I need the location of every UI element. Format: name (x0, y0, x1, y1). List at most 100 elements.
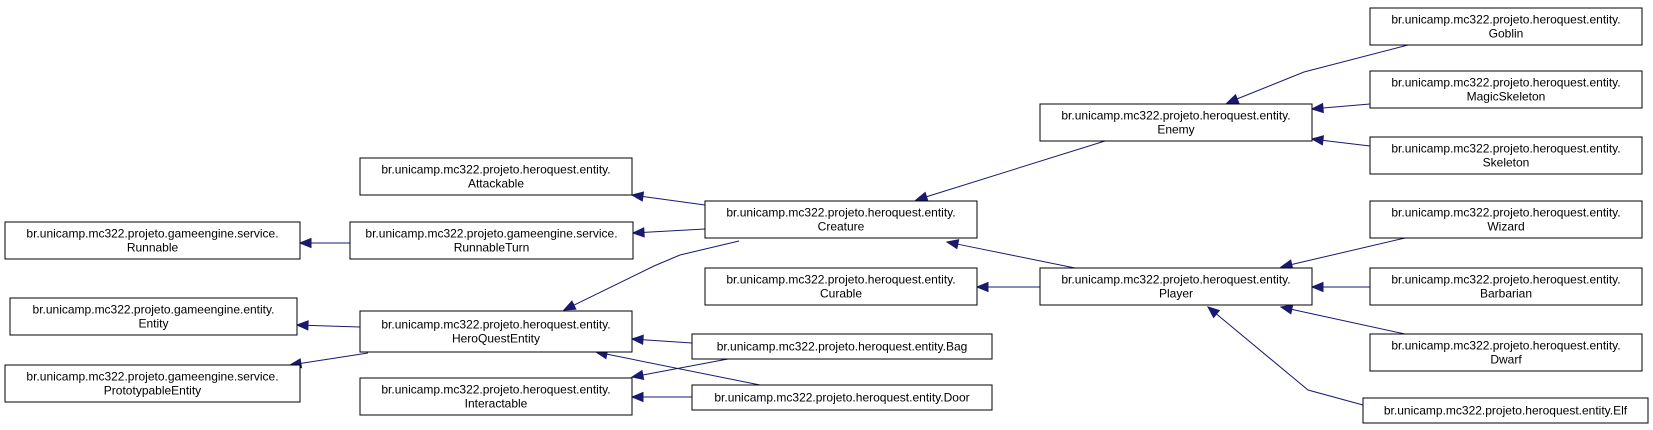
class-package-label: br.unicamp.mc322.projeto.heroquest.entit… (1391, 142, 1620, 156)
class-name-label: Player (1159, 287, 1193, 301)
class-name-label: Attackable (468, 177, 524, 191)
edge-line (300, 352, 369, 364)
arrow-head (1206, 306, 1221, 319)
class-node-player[interactable]: br.unicamp.mc322.projeto.heroquest.entit… (1039, 267, 1313, 306)
class-node-prototypableentity[interactable]: br.unicamp.mc322.projeto.gameengine.serv… (4, 364, 301, 403)
edge-line (642, 358, 729, 376)
class-name-label: Creature (818, 220, 865, 234)
class-package-label: br.unicamp.mc322.projeto.gameengine.enti… (33, 303, 275, 317)
class-node-interactable[interactable]: br.unicamp.mc322.projeto.heroquest.entit… (359, 377, 633, 416)
arrow-head (298, 237, 312, 249)
class-name-label: br.unicamp.mc322.projeto.heroquest.entit… (717, 340, 968, 354)
arrow-head (630, 369, 645, 381)
class-node-enemy[interactable]: br.unicamp.mc322.projeto.heroquest.entit… (1039, 103, 1313, 142)
edge-goblin-to-enemy (1225, 44, 1409, 104)
class-box (704, 267, 978, 306)
edge-line (1291, 237, 1406, 265)
class-node-runnableturn[interactable]: br.unicamp.mc322.projeto.gameengine.serv… (349, 221, 634, 260)
edge-line (1291, 308, 1406, 335)
class-package-label: br.unicamp.mc322.projeto.gameengine.serv… (26, 370, 278, 384)
class-name-label: br.unicamp.mc322.projeto.heroquest.entit… (714, 391, 969, 405)
class-box (1369, 7, 1643, 46)
edge-line (643, 228, 706, 233)
class-node-skeleton[interactable]: br.unicamp.mc322.projeto.heroquest.entit… (1369, 136, 1643, 175)
class-box (9, 297, 298, 336)
arrow-head (1225, 93, 1240, 104)
class-name-label: Barbarian (1480, 287, 1532, 301)
edge-heroquestentity-to-entity (295, 320, 361, 331)
class-node-heroquestentity[interactable]: br.unicamp.mc322.projeto.heroquest.entit… (359, 310, 633, 353)
edge-elf-to-player (1206, 306, 1364, 406)
class-name-label: Interactable (465, 397, 528, 411)
class-node-bag[interactable]: br.unicamp.mc322.projeto.heroquest.entit… (691, 333, 993, 360)
edge-line (1237, 44, 1409, 100)
edge-enemy-to-creature (914, 140, 1106, 202)
class-name-label: Curable (820, 287, 862, 301)
class-package-label: br.unicamp.mc322.projeto.heroquest.entit… (726, 273, 955, 287)
class-node-goblin[interactable]: br.unicamp.mc322.projeto.heroquest.entit… (1369, 7, 1643, 46)
class-name-label: Entity (138, 317, 168, 331)
class-node-wizard[interactable]: br.unicamp.mc322.projeto.heroquest.entit… (1369, 200, 1643, 239)
arrow-head (562, 300, 577, 311)
arrow-head (975, 281, 989, 293)
arrow-head (630, 191, 645, 202)
class-box (691, 384, 993, 411)
class-node-magicskeleton[interactable]: br.unicamp.mc322.projeto.heroquest.entit… (1369, 70, 1643, 109)
class-package-label: br.unicamp.mc322.projeto.gameengine.serv… (26, 227, 278, 241)
edge-bag-to-interactable (630, 358, 729, 381)
class-box (4, 221, 301, 260)
class-box (1362, 397, 1649, 424)
nodes-layer: br.unicamp.mc322.projeto.heroquest.entit… (4, 7, 1649, 424)
class-node-runnable[interactable]: br.unicamp.mc322.projeto.gameengine.serv… (4, 221, 301, 260)
edge-runnableturn-to-runnable (298, 237, 350, 249)
class-node-door[interactable]: br.unicamp.mc322.projeto.heroquest.entit… (691, 384, 993, 411)
edge-creature-to-runnableturn (631, 227, 706, 238)
class-node-entity[interactable]: br.unicamp.mc322.projeto.gameengine.enti… (9, 297, 298, 336)
arrow-head (1310, 135, 1325, 146)
class-package-label: br.unicamp.mc322.projeto.heroquest.entit… (1391, 273, 1620, 287)
arrow-head (1310, 102, 1324, 114)
edge-dwarf-to-player (1279, 304, 1406, 335)
class-node-elf[interactable]: br.unicamp.mc322.projeto.heroquest.entit… (1362, 397, 1649, 424)
class-node-creature[interactable]: br.unicamp.mc322.projeto.heroquest.entit… (704, 200, 978, 239)
class-name-label: Goblin (1489, 27, 1524, 41)
edge-line (1322, 103, 1371, 109)
class-name-label: HeroQuestEntity (452, 332, 540, 346)
class-box (359, 157, 633, 196)
class-box (349, 221, 634, 260)
class-name-label: br.unicamp.mc322.projeto.heroquest.entit… (1384, 404, 1628, 418)
class-node-curable[interactable]: br.unicamp.mc322.projeto.heroquest.entit… (704, 267, 978, 306)
arrow-head (945, 239, 960, 250)
class-name-label: Enemy (1157, 123, 1194, 137)
edge-line (642, 339, 693, 344)
class-node-barbarian[interactable]: br.unicamp.mc322.projeto.heroquest.entit… (1369, 267, 1643, 306)
edge-creature-to-heroquestentity (562, 240, 740, 311)
arrow-head (630, 391, 644, 403)
class-name-label: Skeleton (1483, 156, 1530, 170)
class-node-attackable[interactable]: br.unicamp.mc322.projeto.heroquest.entit… (359, 157, 633, 196)
class-node-dwarf[interactable]: br.unicamp.mc322.projeto.heroquest.entit… (1369, 333, 1643, 372)
edge-line (606, 353, 761, 386)
arrow-head (914, 191, 929, 202)
class-box (1369, 200, 1643, 239)
class-box (704, 200, 978, 239)
edge-line (926, 140, 1106, 198)
class-package-label: br.unicamp.mc322.projeto.heroquest.entit… (381, 383, 610, 397)
class-package-label: br.unicamp.mc322.projeto.heroquest.entit… (1391, 206, 1620, 220)
edge-creature-to-attackable (630, 191, 706, 206)
edge-player-to-curable (975, 281, 1040, 293)
class-package-label: br.unicamp.mc322.projeto.heroquest.entit… (381, 318, 610, 332)
edge-line (1216, 313, 1364, 406)
class-name-label: MagicSkeleton (1467, 90, 1546, 104)
class-box (1369, 70, 1643, 109)
edge-line (307, 324, 361, 328)
class-package-label: br.unicamp.mc322.projeto.heroquest.entit… (1391, 339, 1620, 353)
edge-heroquestentity-to-prototypableentity (288, 352, 369, 369)
arrow-head (1310, 281, 1324, 293)
class-package-label: br.unicamp.mc322.projeto.heroquest.entit… (381, 163, 610, 177)
class-box (1369, 267, 1643, 306)
edge-door-to-interactable (630, 391, 692, 403)
edge-line (1322, 139, 1371, 147)
class-name-label: RunnableTurn (454, 241, 530, 255)
